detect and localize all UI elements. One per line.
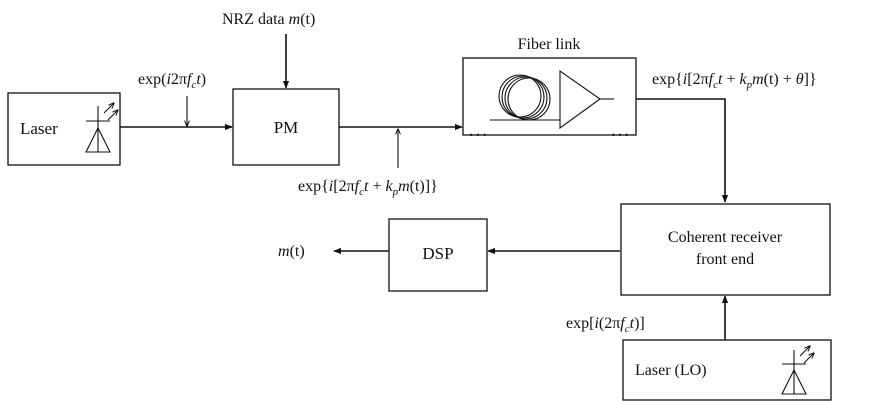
laser-block: Laser [7, 92, 121, 166]
pm-label: PM [274, 118, 299, 137]
amplifier-icon [559, 69, 614, 130]
laser-diode-icon [85, 103, 118, 153]
carrier-label: exp(i2πfct) [138, 71, 206, 91]
fiber-output-ellipsis: … [610, 119, 630, 141]
dsp-label: DSP [422, 244, 453, 263]
laser-lo-label: Laser (LO) [635, 362, 707, 379]
laser-label: Laser [20, 119, 58, 138]
coherent-receiver-label-line2: front end [696, 251, 754, 268]
lo-signal-label: exp[i(2πfct)] [566, 315, 645, 335]
nrz-data-label: NRZ data m(t) [222, 11, 315, 28]
fiber-input-ellipsis: … [468, 119, 488, 141]
laser-lo-block: Laser (LO) [622, 339, 832, 401]
laser-lo-diode-icon [781, 346, 814, 395]
fiber-link-title: Fiber link [518, 36, 581, 53]
fiber-to-receiver-arrow [636, 98, 729, 203]
coherent-receiver-block: Coherent receiver front end [620, 203, 831, 296]
fiber-output-label: exp{i[2πfct + kpm(t) + θ]} [652, 71, 817, 91]
fiber-spool-icon [490, 74, 560, 121]
pm-block: PM [232, 88, 340, 166]
fiber-link-block: … … [462, 57, 637, 141]
pm-output-label: exp{i[2πfct + kpm(t)]} [298, 178, 438, 198]
dsp-block: DSP [388, 218, 488, 292]
output-signal-label: m(t) [278, 243, 305, 260]
coherent-receiver-label-line1: Coherent receiver [668, 229, 783, 246]
